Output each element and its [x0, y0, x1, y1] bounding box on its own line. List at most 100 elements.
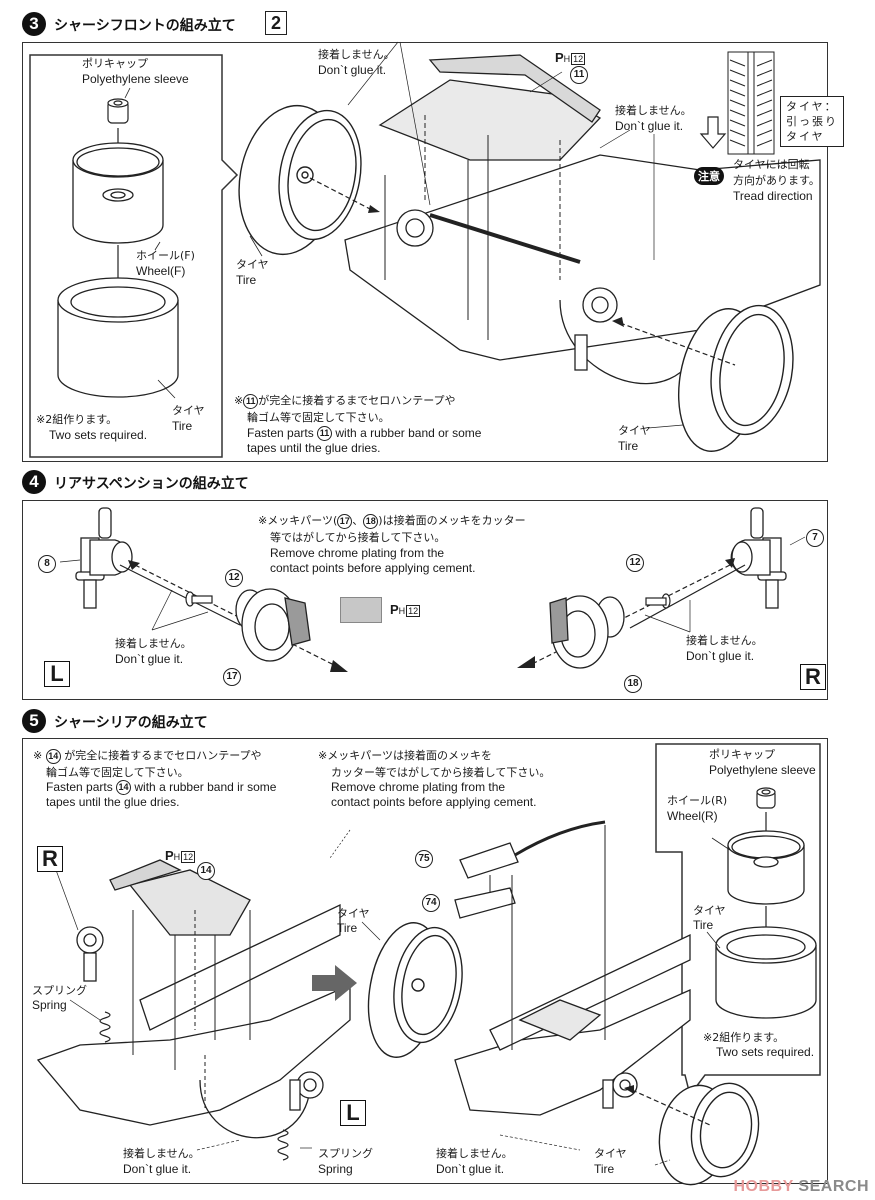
polycap-icon	[107, 98, 129, 124]
no-glue-note-2-jp: 接着しません。	[615, 104, 692, 117]
part-number-7: 7	[806, 529, 824, 547]
page-reference-box: 2	[265, 11, 287, 35]
caution-badge: 注意	[694, 165, 724, 185]
step-3-title: シャーシフロントの組み立て	[54, 18, 236, 34]
rear-polycap-label-en: Polyethylene sleeve	[709, 763, 816, 777]
exhaust-pipe-drawing	[454, 820, 606, 919]
step5-fasten-note-en-1: Fasten parts 14 with a rubber band ir so…	[46, 780, 277, 796]
hub-17-drawing	[235, 588, 311, 662]
step5-tire-bottom-jp: タイヤ	[594, 1147, 627, 1160]
step5-no-glue-mid-en: Don`t glue it.	[436, 1162, 505, 1176]
step5-side-label-right: R	[37, 846, 63, 872]
step-3-number: 3	[22, 12, 46, 36]
spring-left-label-jp: スプリング	[32, 984, 87, 997]
spring-right-icon	[277, 1129, 289, 1161]
step5-fasten-note-jp-2: 輪ゴム等で固定して下さい。	[46, 766, 189, 779]
part-number-11: 11	[570, 66, 588, 84]
hub-18-drawing	[549, 595, 625, 669]
fasten-note-en-2: tapes until the glue dries.	[247, 441, 381, 455]
step5-tire-mid-jp: タイヤ	[337, 907, 370, 920]
tire-left-label-jp: タイヤ	[236, 258, 269, 271]
step5-tire-mid-en: Tire	[337, 921, 358, 935]
knuckle-left-drawing	[75, 507, 133, 609]
no-glue-right-jp: 接着しません。	[686, 634, 763, 647]
tire-mid-drawing	[367, 922, 463, 1058]
rear-two-sets-jp: ※2組作ります。	[703, 1031, 785, 1044]
rear-polycap-label-jp: ポリキャップ	[709, 748, 775, 761]
rear-wheel-label-jp: ホイール(R)	[667, 794, 728, 807]
polycap-label-en: Polyethylene sleeve	[82, 72, 189, 86]
step5-chrome-note-jp-2: カッター等ではがしてから接着して下さい。	[331, 766, 551, 779]
no-glue-left-en: Don`t glue it.	[115, 652, 184, 666]
step5-no-glue-left-en: Don`t glue it.	[123, 1162, 192, 1176]
wheel-front-label-en: Wheel(F)	[136, 264, 186, 278]
two-sets-note-en: Two sets required.	[49, 428, 148, 442]
chrome-note-en-2: contact points before applying cement.	[270, 561, 476, 575]
part-number-18: 18	[624, 675, 642, 693]
step5-tire-bottom-en: Tire	[594, 1162, 615, 1176]
chrome-note-en-1: Remove chrome plating from the	[270, 546, 445, 560]
tire-rear-icon	[715, 926, 817, 1019]
chassis-rear-left-drawing	[36, 859, 351, 1139]
side-label-left: L	[44, 661, 70, 687]
no-glue-note-2-en: Don`t glue it.	[615, 119, 684, 133]
inset-tire-label-jp: タイヤ	[172, 404, 205, 417]
polycap-rear-icon	[756, 787, 776, 809]
tread-type-note: タイヤ： 引っ張り タイヤ	[780, 96, 844, 147]
part-number-14: 14	[197, 862, 215, 880]
no-glue-left-jp: 接着しません。	[115, 637, 192, 650]
fasten-note-jp-2: 輪ゴム等で固定して下さい。	[247, 411, 390, 424]
rear-inset-tire-label-jp: タイヤ	[693, 904, 726, 917]
two-sets-note-jp: ※2組作ります。	[36, 413, 118, 426]
inset-tire-label-en: Tire	[172, 419, 193, 433]
no-glue-note-1-en: Don`t glue it.	[318, 63, 387, 77]
pin-12-left-drawing	[185, 591, 213, 607]
step-4-title: リアサスペンションの組み立て	[54, 476, 249, 492]
wheel-rear-icon	[727, 830, 805, 905]
spring-left-label-en: Spring	[32, 998, 67, 1012]
step5-fasten-note-jp-1: ※ 14 が完全に接着するまでセロハンテープや	[33, 748, 262, 764]
part-number-12-right: 12	[626, 554, 644, 572]
step5-chrome-note-jp-1: ※メッキパーツは接着面のメッキを	[318, 749, 492, 762]
chrome-note-jp-2: 等ではがしてから接着して下さい。	[270, 531, 446, 544]
rear-wheel-label-en: Wheel(R)	[667, 809, 718, 823]
tread-direction-note-jp-1: タイヤには回転	[733, 158, 810, 171]
part-number-11-ref: 11	[243, 393, 259, 409]
step5-fasten-note-en-2: tapes until the glue dries.	[46, 795, 180, 809]
tire-left-label-en: Tire	[236, 273, 257, 287]
part-number-17: 17	[223, 668, 241, 686]
wheel-front-icon	[72, 142, 164, 244]
part-number-11-ref-en: 11	[317, 426, 333, 442]
watermark-logo: HOBBY SEARCH	[733, 1178, 869, 1195]
step-3-artwork	[29, 41, 821, 458]
knuckle-right-drawing	[730, 507, 787, 609]
step-4-artwork	[59, 507, 806, 672]
chrome-color-swatch	[340, 597, 382, 623]
part-number-74: 74	[422, 894, 440, 912]
tread-direction-note-en: Tread direction	[733, 189, 813, 203]
wheel-front-label-jp: ホイール(F)	[136, 249, 195, 262]
no-glue-right-en: Don`t glue it.	[686, 649, 755, 663]
rear-inset-tire-label-en: Tire	[693, 918, 714, 932]
chrome-note-jp-1: ※メッキパーツ(17、18)は接着面のメッキをカッター	[258, 513, 526, 529]
step5-chrome-note-en-1: Remove chrome plating from the	[331, 780, 506, 794]
spring-right-label-jp: スプリング	[318, 1147, 373, 1160]
step5-side-label-left: L	[340, 1100, 366, 1126]
spring-left-icon	[99, 1011, 111, 1043]
polycap-label-jp: ポリキャップ	[82, 57, 148, 70]
step5-chrome-note-en-2: contact points before applying cement.	[331, 795, 537, 809]
step-4-panel	[22, 500, 828, 700]
side-label-right: R	[800, 664, 826, 690]
chassis-front-drawing	[344, 54, 821, 385]
spring-right-label-en: Spring	[318, 1162, 353, 1176]
tire-right-label-jp: タイヤ	[618, 424, 651, 437]
chassis-rear-right-drawing	[454, 933, 691, 1116]
fasten-note-en-1: Fasten parts 11 with a rubber band or so…	[247, 426, 482, 442]
tread-direction-arrow-icon	[699, 116, 727, 149]
tire-front-icon	[57, 277, 179, 398]
